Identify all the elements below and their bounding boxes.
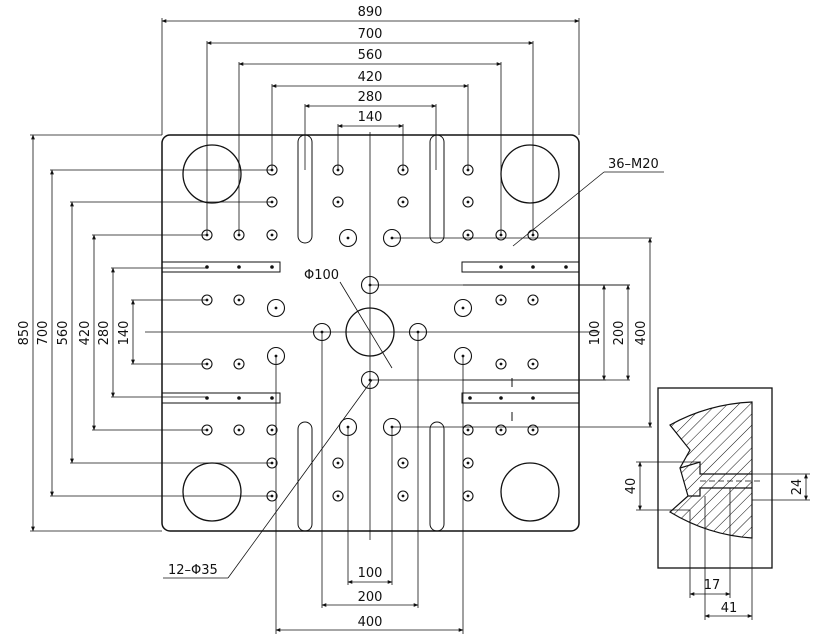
threaded-hole-center [336,200,340,204]
threaded-hole [233,358,245,370]
threaded-hole-center [401,200,405,204]
center-bore [345,307,395,357]
threaded-hole-center [499,428,503,432]
threaded-hole-center [499,362,503,366]
detail-dim-24: 24 [790,479,805,496]
band-dot [237,396,241,400]
threaded-hole [332,457,344,469]
threaded-hole-center [466,428,470,432]
threaded-hole [332,196,344,208]
threaded-hole-center [237,362,241,366]
band-dot [531,396,535,400]
ejector-hole-center [346,236,350,240]
threaded-hole [266,424,278,436]
ejector-hole [266,298,286,318]
dim-top-420: 420 [358,70,383,85]
threaded-hole [397,196,409,208]
dim-left-850: 850 [17,321,32,346]
threaded-hole [462,196,474,208]
band-dot [499,396,503,400]
threaded-hole [462,229,474,241]
threaded-holes [201,164,568,502]
band-dot [237,265,241,269]
threaded-hole-center [401,494,405,498]
detail-dim-40: 40 [624,478,639,495]
threaded-hole [495,358,507,370]
threaded-hole-center [237,298,241,302]
ejector-hole [338,228,358,248]
ejector-hole-center [461,306,465,310]
detail-hatched-section [668,401,753,539]
callout-ejector-holes: 12–Φ35 [168,563,218,578]
threaded-hole [527,294,539,306]
dim-bottom-100: 100 [358,566,383,581]
dim-top-280: 280 [358,90,383,105]
dim-left-700: 700 [36,321,51,346]
threaded-hole [233,424,245,436]
threaded-hole-center [270,233,274,237]
dim-bottom-200: 200 [358,590,383,605]
dim-right-200: 200 [612,321,627,346]
vertical-slots [297,134,445,532]
threaded-hole-center [237,428,241,432]
dim-left-420: 420 [78,321,93,346]
band-dot [499,265,503,269]
detail-dim-17: 17 [704,578,721,593]
detail-view [636,387,810,620]
threaded-hole-center [531,428,535,432]
threaded-hole [233,294,245,306]
threaded-hole [332,490,344,502]
band-dot [270,396,274,400]
dim-top-140: 140 [358,110,383,125]
threaded-hole [495,294,507,306]
threaded-hole-center [336,461,340,465]
band-dot [468,396,472,400]
threaded-hole-center [531,362,535,366]
threaded-hole [495,424,507,436]
threaded-hole [527,358,539,370]
center-lines [145,132,600,540]
threaded-hole [397,457,409,469]
threaded-hole-center [270,428,274,432]
t-slot-bands [161,261,580,404]
dim-top-700: 700 [358,27,383,42]
dim-right-400: 400 [634,321,649,346]
platen-outline [161,134,580,532]
threaded-hole-center [466,200,470,204]
band-dot [270,265,274,269]
ejector-hole-center [274,306,278,310]
threaded-hole-center [401,461,405,465]
ejector-holes [266,228,473,437]
dimension-lines [30,18,664,634]
dim-top-890: 890 [358,5,383,20]
threaded-hole-center [531,298,535,302]
threaded-hole-center [466,233,470,237]
dim-right-100: 100 [588,321,603,346]
dim-top-560: 560 [358,48,383,63]
callout-threaded-holes: 36–M20 [608,157,659,172]
threaded-hole-center [336,494,340,498]
threaded-hole [397,490,409,502]
dim-left-280: 280 [97,321,112,346]
threaded-hole [527,424,539,436]
callout-center-bore: Φ100 [304,268,339,283]
ejector-hole [453,298,473,318]
threaded-hole-center [466,461,470,465]
band-dot [564,265,568,269]
dim-left-140: 140 [117,321,132,346]
band-dot [531,265,535,269]
threaded-hole-center [499,298,503,302]
threaded-hole-center [466,494,470,498]
threaded-hole [266,229,278,241]
dim-bottom-400: 400 [358,615,383,630]
dim-left-560: 560 [56,321,71,346]
detail-dim-41: 41 [721,601,738,616]
